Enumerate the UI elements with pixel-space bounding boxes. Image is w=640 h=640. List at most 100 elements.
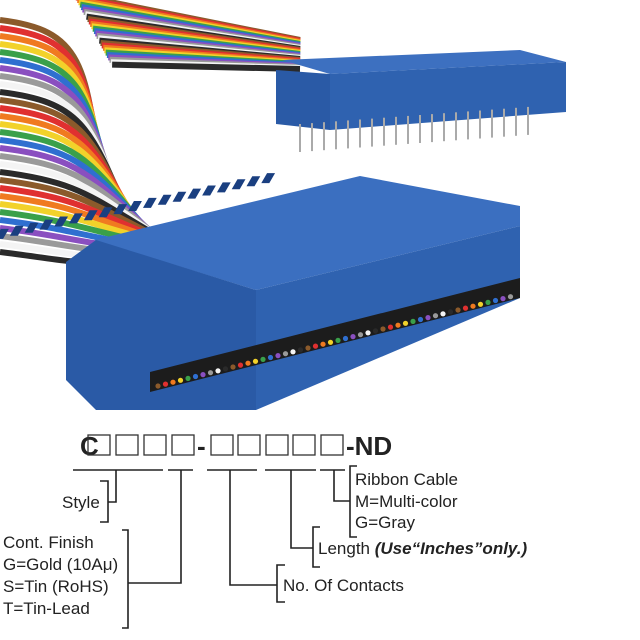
wire-end (207, 370, 214, 376)
wire-end (305, 345, 311, 351)
wire-end (500, 296, 506, 302)
wire-end (507, 294, 514, 300)
part-suffix: -ND (346, 431, 392, 461)
wire-end (192, 373, 199, 380)
finish-gold: G=Gold (10Aμ) (3, 555, 118, 574)
wire-end (477, 301, 484, 307)
contact-slot (24, 222, 39, 233)
wire-end (365, 330, 371, 336)
part-box (237, 434, 261, 456)
wire-end (200, 372, 206, 378)
wire-end (492, 297, 499, 304)
contact-slot (54, 216, 69, 227)
wire-end (155, 383, 161, 389)
wire-end (350, 334, 356, 340)
contact-slot (98, 207, 113, 218)
part-prefix: C (80, 431, 99, 461)
wire-end (455, 307, 461, 313)
contact-slot (246, 176, 261, 187)
contact-slot (172, 191, 187, 202)
wire-end (440, 311, 446, 317)
length-note: (Use“Inches”only.) (375, 539, 528, 558)
wire-end (230, 364, 236, 370)
ribbon-title: Ribbon Cable (355, 470, 458, 489)
contact-slot (216, 182, 231, 193)
wire-end (357, 332, 364, 338)
wire-end (312, 343, 319, 349)
part-box (171, 434, 195, 456)
contacts-leader (229, 470, 285, 603)
part-box (292, 434, 316, 456)
wire-end (470, 303, 476, 309)
length-leader (290, 470, 320, 568)
contact-slot (142, 197, 157, 208)
wire-end (185, 375, 191, 381)
contact-slot (83, 210, 98, 221)
wire-end (380, 326, 386, 332)
part-box (115, 434, 139, 456)
contact-slot (261, 173, 276, 184)
contact-slot (157, 194, 172, 205)
wire-end (417, 316, 424, 323)
wire-end (395, 322, 401, 328)
finish-tin-lead: T=Tin-Lead (3, 599, 90, 618)
contact-slot (69, 213, 83, 224)
wire-end (260, 356, 266, 362)
part-box (143, 434, 167, 456)
wire-end (245, 360, 251, 366)
large-connector (0, 173, 520, 410)
ribbon-gray: G=Gray (355, 513, 415, 532)
wire-end (462, 305, 469, 311)
ribbon-multicolor: M=Multi-color (355, 492, 458, 511)
part-box (265, 434, 289, 456)
contact-slot (202, 185, 216, 196)
part-number: C - -ND (80, 431, 392, 461)
finish-tin: S=Tin (RoHS) (3, 577, 109, 596)
finish-leader (122, 470, 182, 629)
wire-end (222, 366, 229, 372)
wire-end (425, 315, 431, 321)
wire-end (252, 358, 259, 364)
wire-end (282, 351, 289, 357)
contact-slot (0, 228, 9, 239)
contacts-label: No. Of Contacts (283, 576, 404, 595)
wire-end (290, 349, 296, 355)
wire-end (162, 381, 169, 387)
wire-end (215, 368, 221, 374)
length-label: Length (318, 539, 370, 558)
wire-end (327, 339, 334, 345)
part-box (320, 434, 344, 456)
wire-end (237, 362, 244, 368)
small-connector (276, 50, 566, 152)
wire-end (402, 320, 409, 326)
wire-end (342, 335, 349, 342)
ribbon-leader (333, 465, 357, 538)
wire-end (297, 347, 304, 353)
length-text: Length (Use“Inches”only.) (318, 539, 527, 558)
wire-end (170, 379, 176, 385)
wire-end (447, 309, 454, 315)
wire-end (177, 377, 184, 383)
part-box (87, 434, 111, 456)
finish-title: Cont. Finish (3, 533, 94, 552)
contact-slot (113, 204, 128, 215)
contact-slot (9, 225, 24, 236)
wire-end (320, 341, 326, 347)
wire-end (410, 318, 416, 324)
contact-slot (39, 219, 54, 230)
style-label: Style (62, 493, 100, 512)
wire-end (432, 313, 439, 319)
wire-end (335, 337, 341, 343)
part-box (210, 434, 234, 456)
contact-slot (128, 201, 142, 211)
wire-end (485, 299, 491, 305)
wire-end (387, 324, 394, 330)
style-leader (100, 470, 117, 523)
wire-end (267, 354, 274, 361)
contact-slot (187, 188, 202, 199)
part-separator: - (197, 431, 206, 461)
wire-end (372, 328, 379, 334)
wire-end (275, 353, 281, 359)
ribbon-cable (0, 0, 301, 267)
